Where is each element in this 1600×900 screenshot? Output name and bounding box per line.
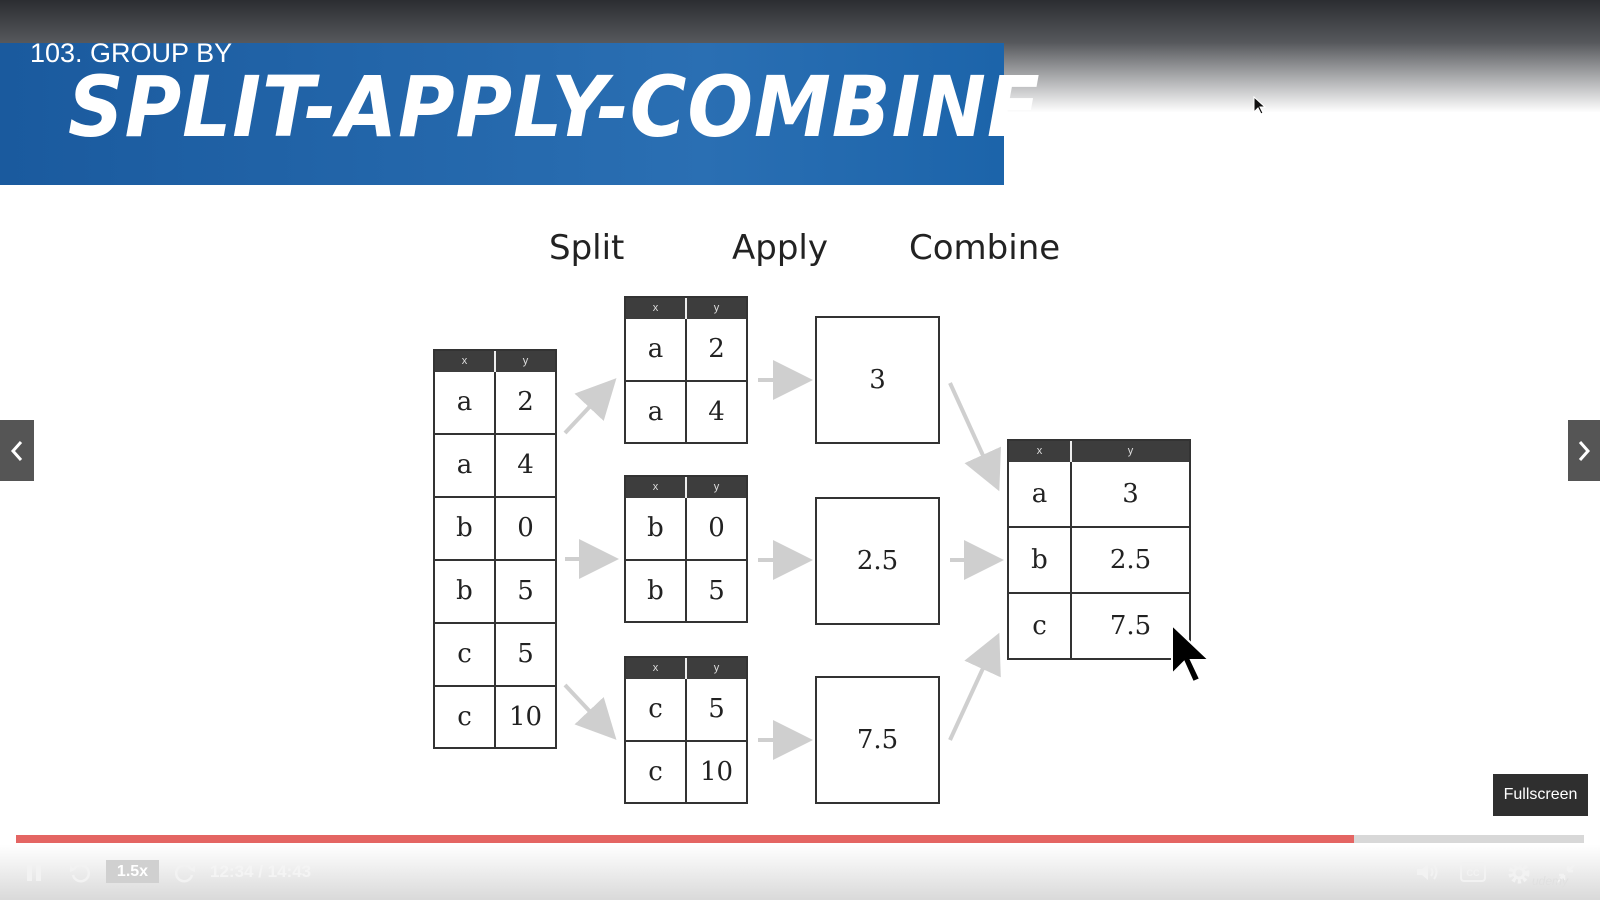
cc-icon: CC: [1460, 862, 1486, 882]
forward-icon: [174, 864, 195, 883]
volume-icon: [1417, 864, 1438, 880]
settings-button[interactable]: [1505, 860, 1533, 886]
apply-label: Apply: [732, 228, 828, 268]
arrow-split-1: [563, 378, 617, 435]
fullscreen-tooltip: Fullscreen: [1493, 774, 1588, 816]
gear-icon: [1508, 862, 1530, 884]
split-label: Split: [549, 228, 625, 268]
pause-button[interactable]: [22, 860, 46, 884]
combine-label: Combine: [909, 228, 1061, 268]
time-display: 12:34 / 14:43: [210, 862, 312, 881]
apply-result-c: 7.5: [815, 676, 940, 804]
forward-button[interactable]: [172, 860, 198, 884]
slide-cursor-icon: [1171, 622, 1212, 684]
slide-title: SPLIT-APPLY-COMBINE: [68, 58, 1041, 156]
apply-result-a: 3: [815, 316, 940, 444]
header-y: y: [494, 351, 555, 372]
slide-banner: [0, 43, 1004, 185]
lecture-title: 103. GROUP BY: [30, 38, 233, 68]
control-bar: [0, 845, 1600, 900]
captions-button[interactable]: CC: [1459, 860, 1487, 884]
playback-speed-button[interactable]: 1.5x: [106, 860, 159, 883]
pause-icon: [27, 863, 41, 881]
mouse-cursor-icon: [1253, 96, 1267, 115]
chevron-right-icon: [1578, 440, 1591, 461]
volume-button[interactable]: [1414, 860, 1442, 884]
header-x: x: [461, 355, 468, 367]
arrow-combine-1: [948, 382, 1001, 492]
next-lecture-button[interactable]: [1568, 420, 1600, 481]
progress-bar[interactable]: [16, 835, 1584, 843]
progress-fill: [16, 835, 1354, 843]
rewind-icon: [70, 864, 91, 883]
udemy-watermark: udemy: [1532, 874, 1569, 888]
exit-fullscreen-button[interactable]: [1552, 860, 1580, 886]
previous-lecture-button[interactable]: [0, 420, 34, 481]
rewind-button[interactable]: [67, 860, 93, 884]
apply-result-b: 2.5: [815, 497, 940, 625]
exit-fullscreen-icon: [1556, 863, 1576, 883]
svg-text:CC: CC: [1467, 868, 1480, 878]
chevron-left-icon: [10, 440, 23, 461]
arrow-combine-3: [948, 632, 1001, 741]
arrow-split-3: [563, 683, 617, 740]
